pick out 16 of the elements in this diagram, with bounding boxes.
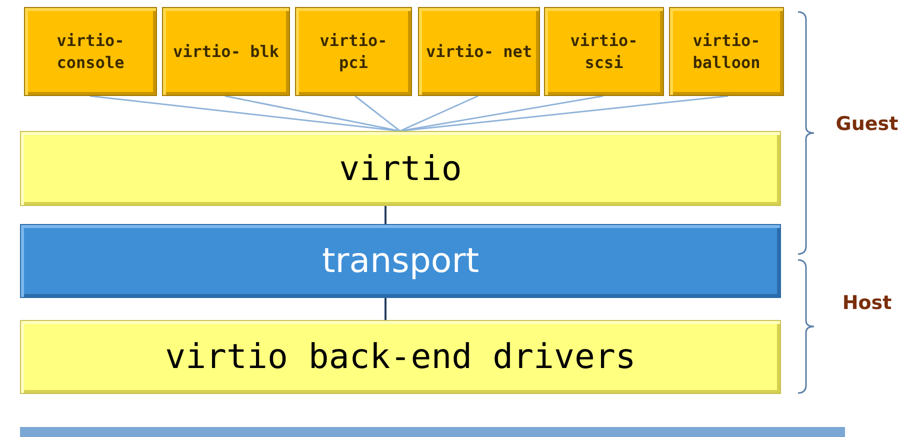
driver-box: virtio- pci: [295, 7, 412, 96]
driver-box: virtio- blk: [162, 7, 290, 96]
bracket-label: Host: [841, 292, 893, 314]
bracket-label: Guest: [834, 113, 900, 135]
connector-line: [354, 95, 400, 132]
driver-box: virtio- balloon: [669, 7, 784, 96]
layer-box: virtio back-end drivers: [20, 320, 781, 394]
connector-line: [384, 206, 386, 224]
driver-box: virtio- console: [24, 7, 157, 96]
driver-box: virtio- net: [418, 7, 540, 96]
connector-line: [224, 95, 400, 132]
layer-box: transport: [20, 224, 781, 298]
layer-box: virtio: [20, 131, 781, 206]
connector-line: [400, 95, 478, 132]
driver-box: virtio- scsi: [544, 7, 664, 96]
connector-line: [384, 298, 386, 320]
